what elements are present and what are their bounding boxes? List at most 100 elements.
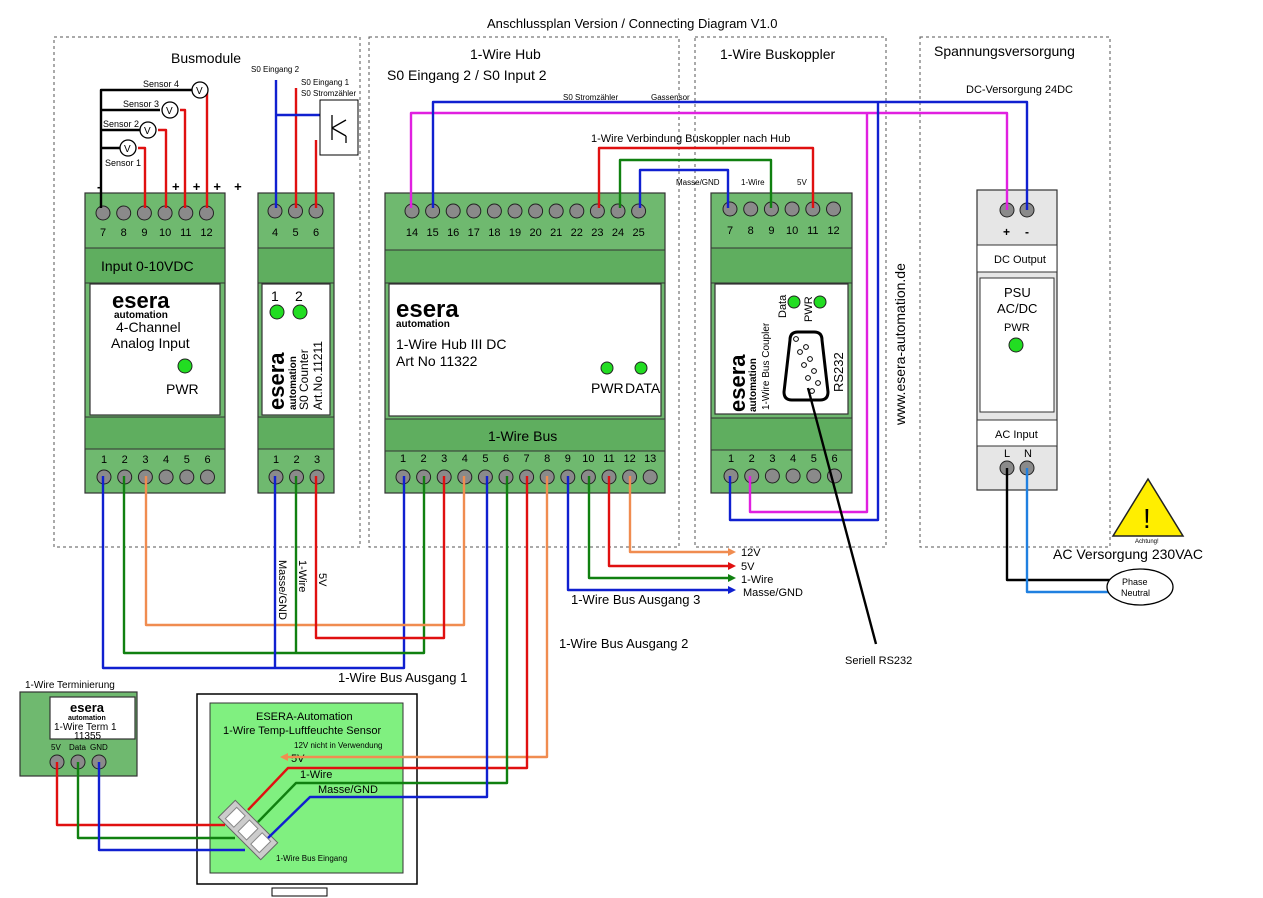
hub-bot-terminal-label-8: 8 — [544, 453, 550, 465]
s0-bot-terminal-label-3: 3 — [314, 454, 320, 466]
term-artno: 11355 — [74, 731, 102, 742]
rs232-pin-6 — [803, 344, 809, 350]
psu-pwr-led — [1008, 337, 1024, 353]
zone-hub — [368, 36, 680, 548]
hub-top-terminal-label-17: 17 — [468, 227, 480, 239]
analog-top-terminal-7 — [95, 205, 111, 221]
out3-legend-1wire: 1-Wire — [741, 574, 773, 586]
hub-bot-terminal-label-13: 13 — [644, 453, 656, 465]
wire-s0-5v — [314, 476, 446, 640]
analog-bot-terminal-6 — [200, 469, 215, 485]
sensor-1-symbol — [119, 139, 137, 157]
coupler-pwr-led — [813, 295, 827, 309]
neutral-label: Neutral — [1121, 588, 1150, 598]
wire-out3-5v — [607, 476, 728, 568]
out3-legend-5v: 5V — [741, 561, 755, 573]
wire-out2-12v — [288, 476, 549, 759]
s0-logo: esera — [264, 352, 289, 410]
s0-led1-label: 1 — [271, 288, 279, 304]
hub-top-terminal-22 — [569, 203, 585, 219]
coupler-top-terminal-8 — [743, 201, 759, 217]
analog-polarity-2: + — [172, 179, 180, 194]
coupler-label-gnd: Masse/GND — [676, 178, 720, 187]
hub-link-label: 1-Wire Verbindung Buskoppler nach Hub — [591, 133, 790, 145]
analog-logo: esera — [112, 288, 170, 313]
coupler-bot-terminal-label-2: 2 — [749, 453, 755, 465]
psu-n-label: N — [1024, 448, 1032, 460]
psu-module: + - DC Output PSU AC/DC PWR AC Input L N — [976, 189, 1058, 491]
wire-link-1wire — [618, 158, 773, 208]
psu-dc-output: DC Output — [994, 254, 1046, 266]
sensor-input-label: 1-Wire Bus Eingang — [276, 854, 347, 863]
hub-top-terminal-18 — [486, 203, 502, 219]
coupler-top-terminal-label-11: 11 — [807, 225, 818, 237]
hub-bot-terminal-label-9: 9 — [565, 453, 571, 465]
hub-band-label: 1-Wire Bus — [488, 428, 557, 444]
s0-wire-5v-label: 5V — [316, 573, 328, 587]
hub-top-terminal-label-20: 20 — [529, 227, 541, 239]
analog-top-terminal-11 — [178, 205, 194, 221]
sensor-4-label: Sensor 4 — [143, 79, 179, 89]
coupler-bot-terminal-3 — [764, 468, 780, 484]
warning-icon: ! Achtung! — [1111, 477, 1185, 545]
hub-out2-label: 1-Wire Bus Ausgang 2 — [559, 636, 688, 651]
analog-sensor-wiring — [99, 88, 209, 208]
sensor-2-v: V — [144, 126, 151, 137]
analog-name-1: 4-Channel — [116, 319, 181, 335]
analog-top-terminal-label-8: 8 — [121, 227, 127, 239]
psu-name-2: AC/DC — [997, 301, 1037, 316]
out3-legend-gnd: Masse/GND — [743, 587, 803, 599]
coupler-top-terminal-label-7: 7 — [727, 225, 733, 237]
zone-title-buskoppler: 1-Wire Buskoppler — [720, 46, 835, 62]
zone-subtitle-hub: S0 Eingang 2 / S0 Input 2 — [387, 67, 547, 83]
coupler-top-terminal-label-9: 9 — [768, 225, 774, 237]
hub-bot-terminal-label-2: 2 — [421, 453, 427, 465]
serial-label: Seriell RS232 — [845, 655, 912, 667]
zone-spannung — [919, 36, 1111, 548]
hub-top-terminal-19 — [507, 203, 523, 219]
hub-out3-label: 1-Wire Bus Ausgang 3 — [571, 592, 700, 607]
analog-top-terminal-label-12: 12 — [200, 227, 212, 239]
term-pin-data: Data — [69, 743, 86, 752]
s0-led-1 — [269, 304, 285, 320]
s0-top-terminal-label-4: 4 — [272, 227, 278, 239]
sensor-2-symbol — [139, 121, 157, 139]
term-caption: 1-Wire Terminierung — [25, 680, 115, 691]
s0-led-2 — [292, 304, 308, 320]
wire-bus-12v — [144, 476, 466, 627]
analog-band-label: Input 0-10VDC — [101, 258, 194, 274]
coupler-data-label: Data — [777, 294, 789, 318]
hub-bot-terminal-label-7: 7 — [524, 453, 530, 465]
hub-top-terminal-25 — [631, 203, 647, 219]
analog-top-terminal-label-7: 7 — [100, 227, 106, 239]
sensor-connector — [217, 799, 279, 861]
analog-top-terminal-label-9: 9 — [141, 227, 147, 239]
analog-bot-terminal-label-6: 6 — [204, 454, 210, 466]
coupler-bot-terminal-4 — [785, 468, 801, 484]
coupler-top-terminal-label-8: 8 — [748, 225, 754, 237]
sensor-pin-5v: 5V — [291, 753, 305, 765]
s0-logo-sub: automation — [288, 356, 299, 410]
wire-out2-5v — [247, 476, 529, 811]
diagram-title: Anschlussplan Version / Connecting Diagr… — [487, 16, 778, 31]
wire-ac-neutral — [1025, 468, 1110, 594]
sensor-3-v: V — [166, 106, 173, 117]
wire-blue-coupler-gnd — [728, 102, 880, 522]
hub-pwr-label: PWR — [591, 380, 624, 396]
s0-counter-module: 1 2 esera automation S0 Counter Art.No.1… — [257, 192, 335, 494]
wire-out2-gnd — [267, 476, 489, 839]
s0-wire-1wire-label: 1-Wire — [296, 560, 308, 592]
coupler-name: 1-Wire Bus Coupler — [761, 322, 772, 410]
s0-artno: Art.No.11211 — [311, 341, 325, 410]
zone-title-spannung: Spannungsversorgung — [934, 43, 1075, 59]
wire-term-data — [76, 762, 235, 840]
coupler-bot-terminal-label-3: 3 — [769, 453, 775, 465]
analog-pwr-led — [177, 358, 193, 374]
psu-minus-label: - — [1025, 225, 1029, 239]
hub-bot-terminal-label-6: 6 — [503, 453, 509, 465]
wire-term-gnd — [97, 762, 245, 852]
temp-humidity-sensor: ESERA-Automation 1-Wire Temp-Luftfeuchte… — [196, 693, 418, 897]
analog-sensors: Sensor 4 Sensor 3 Sensor 2 Sensor 1 V V … — [97, 79, 242, 194]
zone-busmodule — [53, 36, 361, 548]
